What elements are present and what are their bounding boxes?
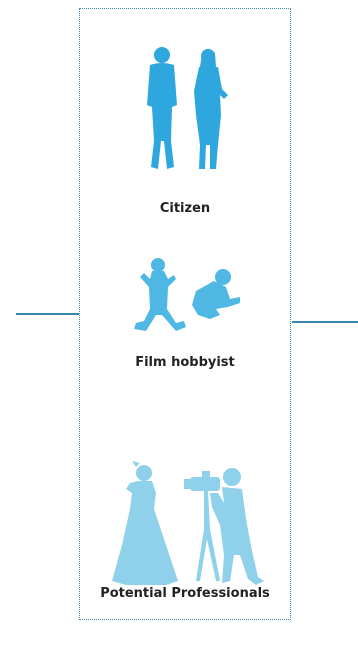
potential-professionals-label: Potential Professionals	[100, 586, 270, 601]
left-connector-line	[16, 313, 79, 315]
citizen-label: Citizen	[159, 201, 211, 216]
bride-and-cameraman-silhouette-icon	[112, 461, 264, 585]
audience-panel: Citizen Film hobbyist P	[79, 8, 291, 620]
right-connector-line	[292, 321, 358, 323]
posing-people-silhouette-icon	[134, 258, 240, 331]
film-hobbyist-label: Film hobbyist	[135, 355, 235, 370]
standing-people-silhouette-icon	[147, 47, 228, 169]
